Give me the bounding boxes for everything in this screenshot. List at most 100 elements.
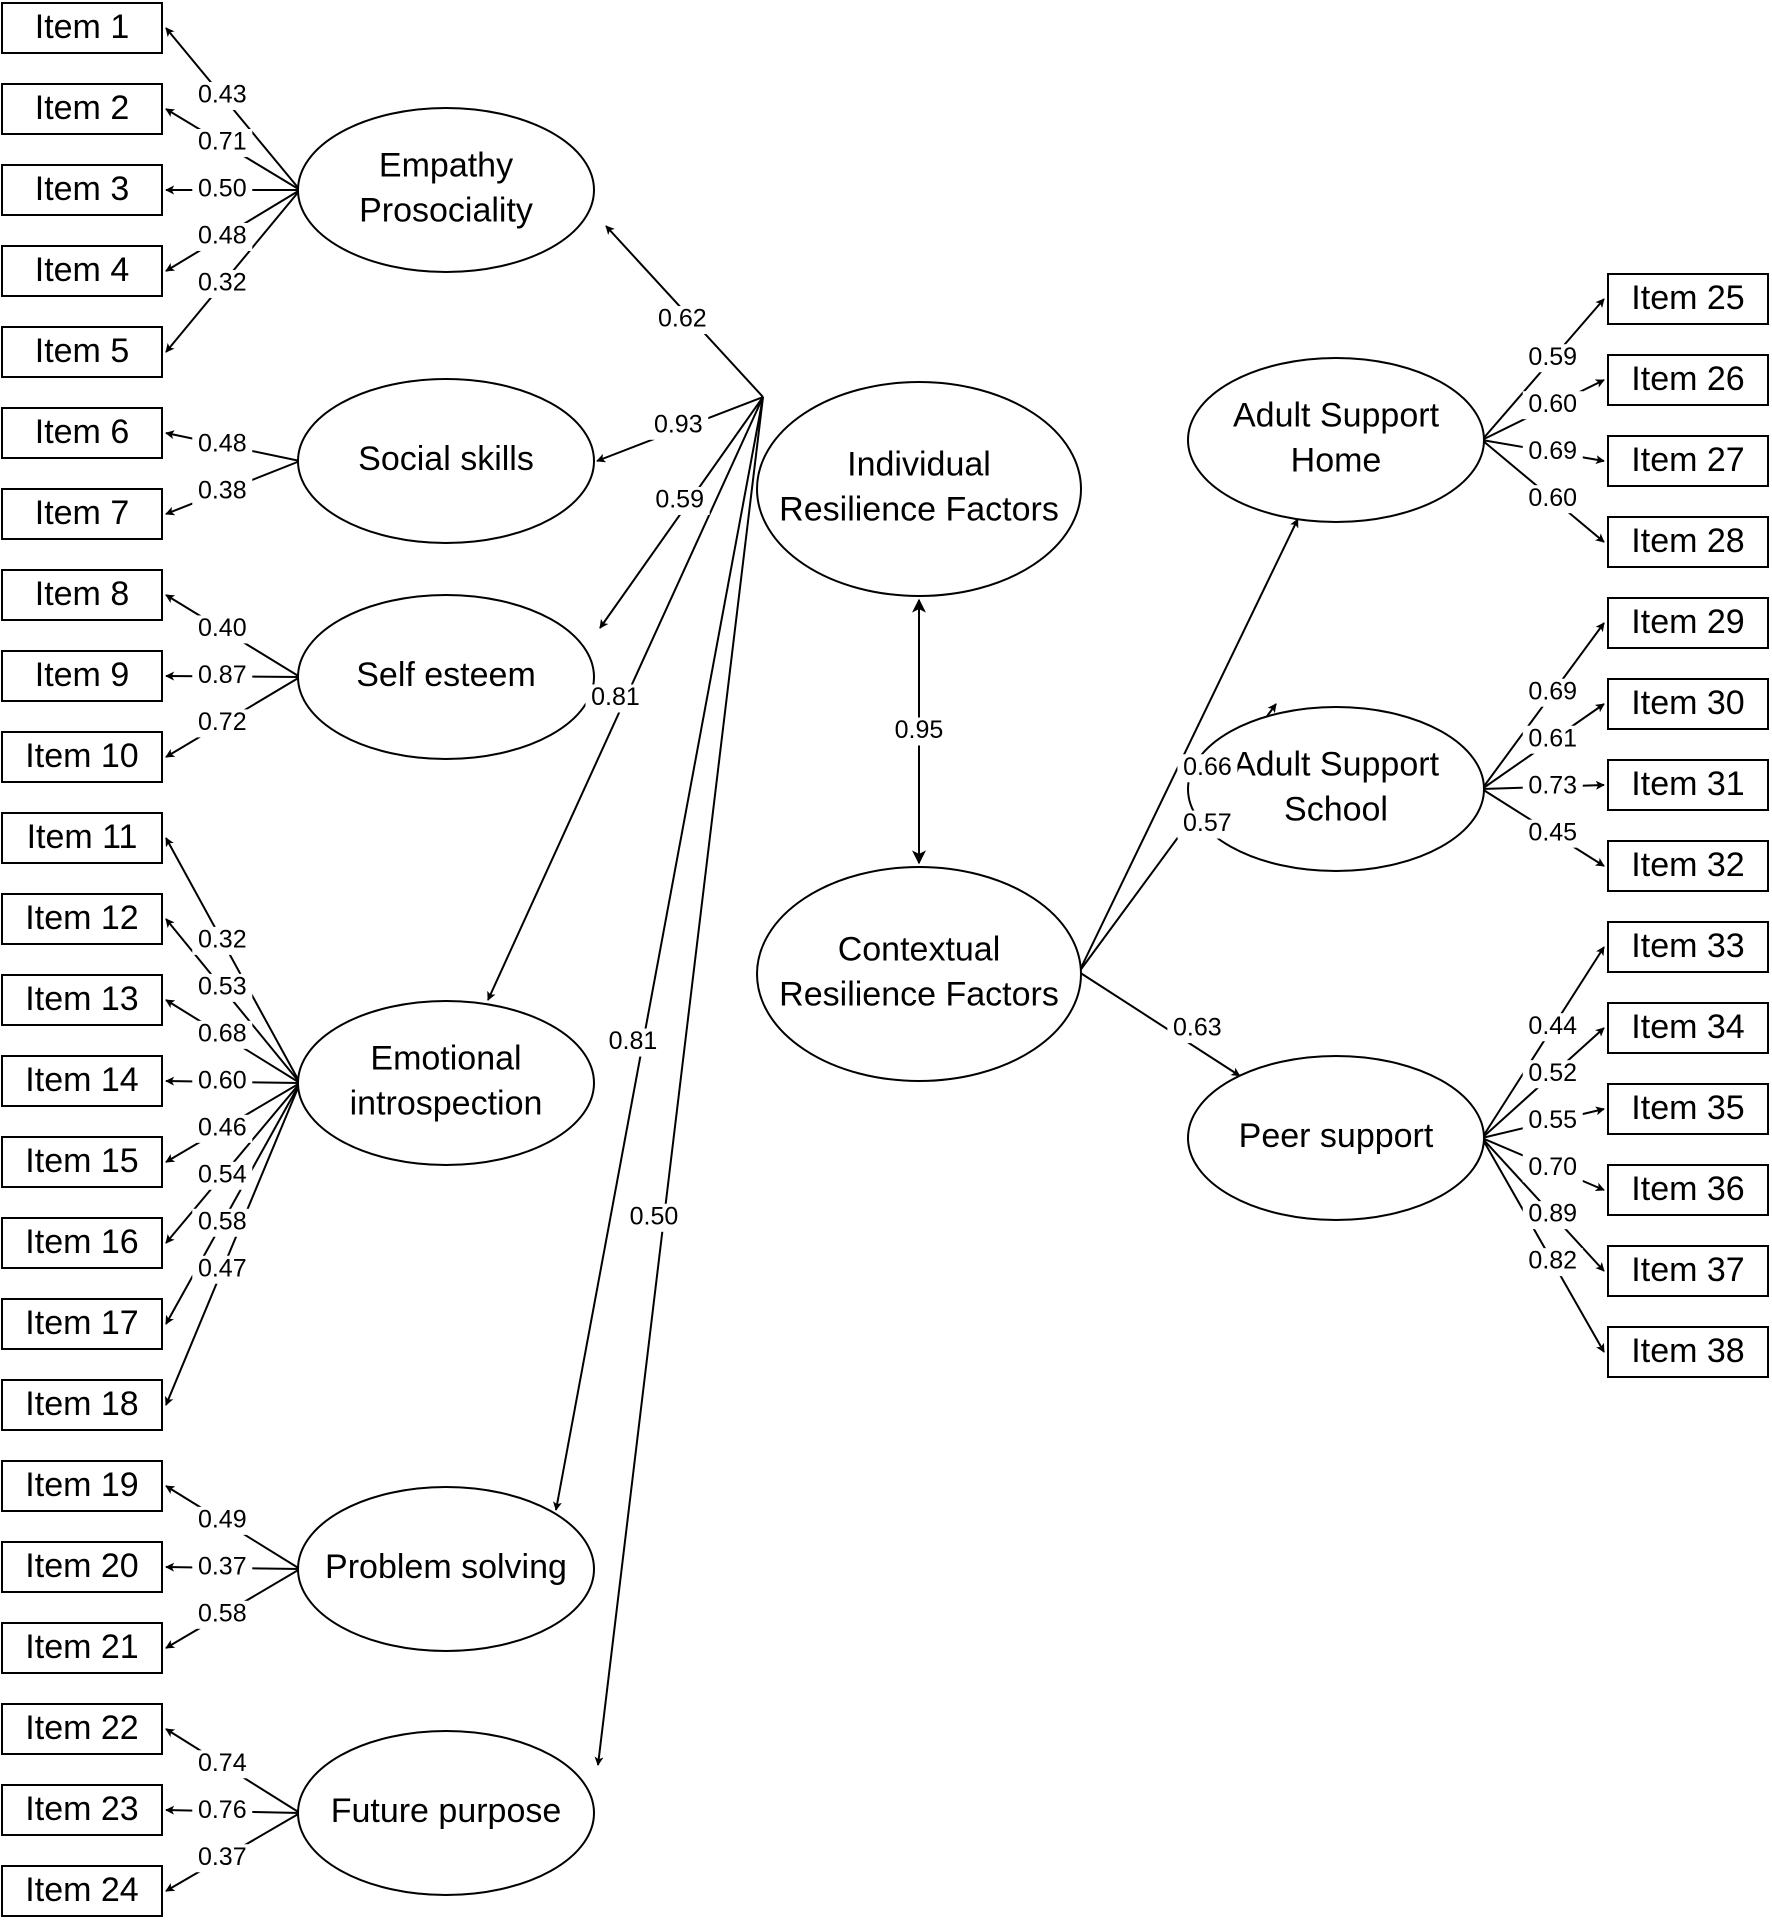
factor-home-label: Adult Support xyxy=(1233,396,1440,434)
item-label-32: Item 32 xyxy=(1631,846,1744,884)
loading-peer-3: 0.55 xyxy=(1528,1106,1577,1134)
item-label-19: Item 19 xyxy=(25,1466,138,1504)
loading-empathy-3-bg xyxy=(192,176,253,204)
loading-arrow-emotional-8 xyxy=(164,1082,301,1406)
structural-arrow-home xyxy=(1078,518,1299,973)
item-box-15 xyxy=(1,1136,163,1188)
loading-future-3-bg xyxy=(192,1844,253,1873)
item-box-23 xyxy=(1,1784,163,1836)
loading-emotional-3: 0.68 xyxy=(198,1019,247,1047)
item-box-9 xyxy=(1,650,163,702)
structural-selfesteem-bg xyxy=(649,486,710,515)
correlation-label-bg xyxy=(889,717,949,746)
loading-empathy-4: 0.48 xyxy=(198,222,247,250)
loading-emotional-1-bg xyxy=(192,926,253,955)
structural-peer-bg xyxy=(1167,1015,1228,1044)
factor-selfesteem xyxy=(297,594,595,760)
loading-school-2-bg xyxy=(1522,725,1583,754)
loading-social-1-bg xyxy=(192,430,253,459)
item-box-24 xyxy=(1,1865,163,1917)
factor-emotional xyxy=(297,1000,595,1166)
item-box-3 xyxy=(1,164,163,216)
factor-emotional-label: Emotional xyxy=(370,1039,521,1077)
loading-arrow-peer-1 xyxy=(1481,946,1605,1139)
factor-problem xyxy=(297,1486,595,1652)
factor-social-label: Social skills xyxy=(358,440,534,478)
factor-selfesteem-label: Self esteem xyxy=(356,656,536,694)
factor-future-label: Future purpose xyxy=(331,1792,562,1830)
loading-home-3: 0.69 xyxy=(1528,437,1577,465)
structural-social: 0.93 xyxy=(654,410,703,438)
structural-arrow-problem xyxy=(553,396,764,1511)
item-label-33: Item 33 xyxy=(1631,927,1744,965)
structural-home-bg xyxy=(1177,754,1238,783)
factor-home xyxy=(1187,357,1485,523)
structural-problem: 0.81 xyxy=(609,1027,658,1055)
item-box-22 xyxy=(1,1703,163,1755)
item-box-19 xyxy=(1,1460,163,1512)
item-box-5 xyxy=(1,326,163,378)
structural-arrow-future xyxy=(594,396,764,1766)
item-box-26 xyxy=(1607,354,1769,406)
item-label-15: Item 15 xyxy=(25,1142,138,1180)
item-box-7 xyxy=(1,488,163,540)
structural-problem-bg xyxy=(602,1028,663,1057)
loading-future-1: 0.74 xyxy=(198,1749,247,1777)
item-box-21 xyxy=(1,1622,163,1674)
item-label-22: Item 22 xyxy=(25,1709,138,1747)
loading-home-2-bg xyxy=(1522,391,1583,420)
loading-peer-4: 0.70 xyxy=(1528,1153,1577,1181)
loading-home-2: 0.60 xyxy=(1528,390,1577,418)
item-box-35 xyxy=(1607,1083,1769,1135)
loading-home-1-bg xyxy=(1522,344,1583,373)
loading-emotional-4: 0.60 xyxy=(198,1066,247,1094)
item-box-2 xyxy=(1,83,163,135)
item-label-36: Item 36 xyxy=(1631,1170,1744,1208)
item-label-28: Item 28 xyxy=(1631,522,1744,560)
item-box-11 xyxy=(1,812,163,864)
loading-school-3: 0.73 xyxy=(1528,771,1577,799)
loading-social-1: 0.48 xyxy=(198,429,247,457)
item-label-17: Item 17 xyxy=(25,1304,138,1342)
item-label-1: Item 1 xyxy=(35,8,129,46)
loading-future-1-bg xyxy=(192,1750,253,1779)
structural-social-bg xyxy=(648,411,709,440)
item-box-12 xyxy=(1,893,163,945)
structural-empathy-bg xyxy=(652,306,713,335)
item-box-28 xyxy=(1607,516,1769,568)
item-label-2: Item 2 xyxy=(35,89,129,127)
loading-home-1: 0.59 xyxy=(1528,343,1577,371)
factor-school-label: Adult Support xyxy=(1233,745,1440,783)
loading-emotional-1: 0.32 xyxy=(198,926,247,954)
loading-emotional-6-bg xyxy=(192,1161,253,1190)
item-label-7: Item 7 xyxy=(35,494,129,532)
structural-selfesteem: 0.59 xyxy=(655,486,704,514)
structural-home: 0.66 xyxy=(1183,753,1232,781)
loading-peer-1-bg xyxy=(1522,1013,1583,1042)
structural-emotional: 0.81 xyxy=(591,683,640,711)
loading-problem-2-bg xyxy=(192,1553,253,1582)
structural-future: 0.50 xyxy=(630,1202,679,1230)
loading-empathy-3: 0.50 xyxy=(198,175,247,203)
item-label-10: Item 10 xyxy=(25,737,138,775)
loading-empathy-1: 0.43 xyxy=(198,81,247,109)
structural-empathy: 0.62 xyxy=(658,305,707,333)
loading-emotional-2: 0.53 xyxy=(198,972,247,1000)
factor-peer-label: Peer support xyxy=(1239,1117,1434,1155)
item-box-30 xyxy=(1607,678,1769,730)
structural-arrow-peer xyxy=(1078,971,1241,1077)
item-label-13: Item 13 xyxy=(25,980,138,1018)
item-box-14 xyxy=(1,1055,163,1107)
loading-selfesteem-1: 0.40 xyxy=(198,614,247,642)
loading-empathy-5-bg xyxy=(192,269,253,298)
item-box-25 xyxy=(1607,273,1769,325)
correlation-label: 0.95 xyxy=(895,716,944,744)
item-label-21: Item 21 xyxy=(25,1628,138,1666)
factor-individual-label: Individual xyxy=(847,445,991,483)
loading-home-4-bg xyxy=(1522,485,1583,514)
factor-individual xyxy=(756,381,1082,597)
loading-empathy-2-bg xyxy=(192,129,253,158)
loading-social-2-bg xyxy=(192,477,253,506)
item-box-1 xyxy=(1,2,163,54)
factor-empathy-label: Empathy xyxy=(379,146,513,184)
